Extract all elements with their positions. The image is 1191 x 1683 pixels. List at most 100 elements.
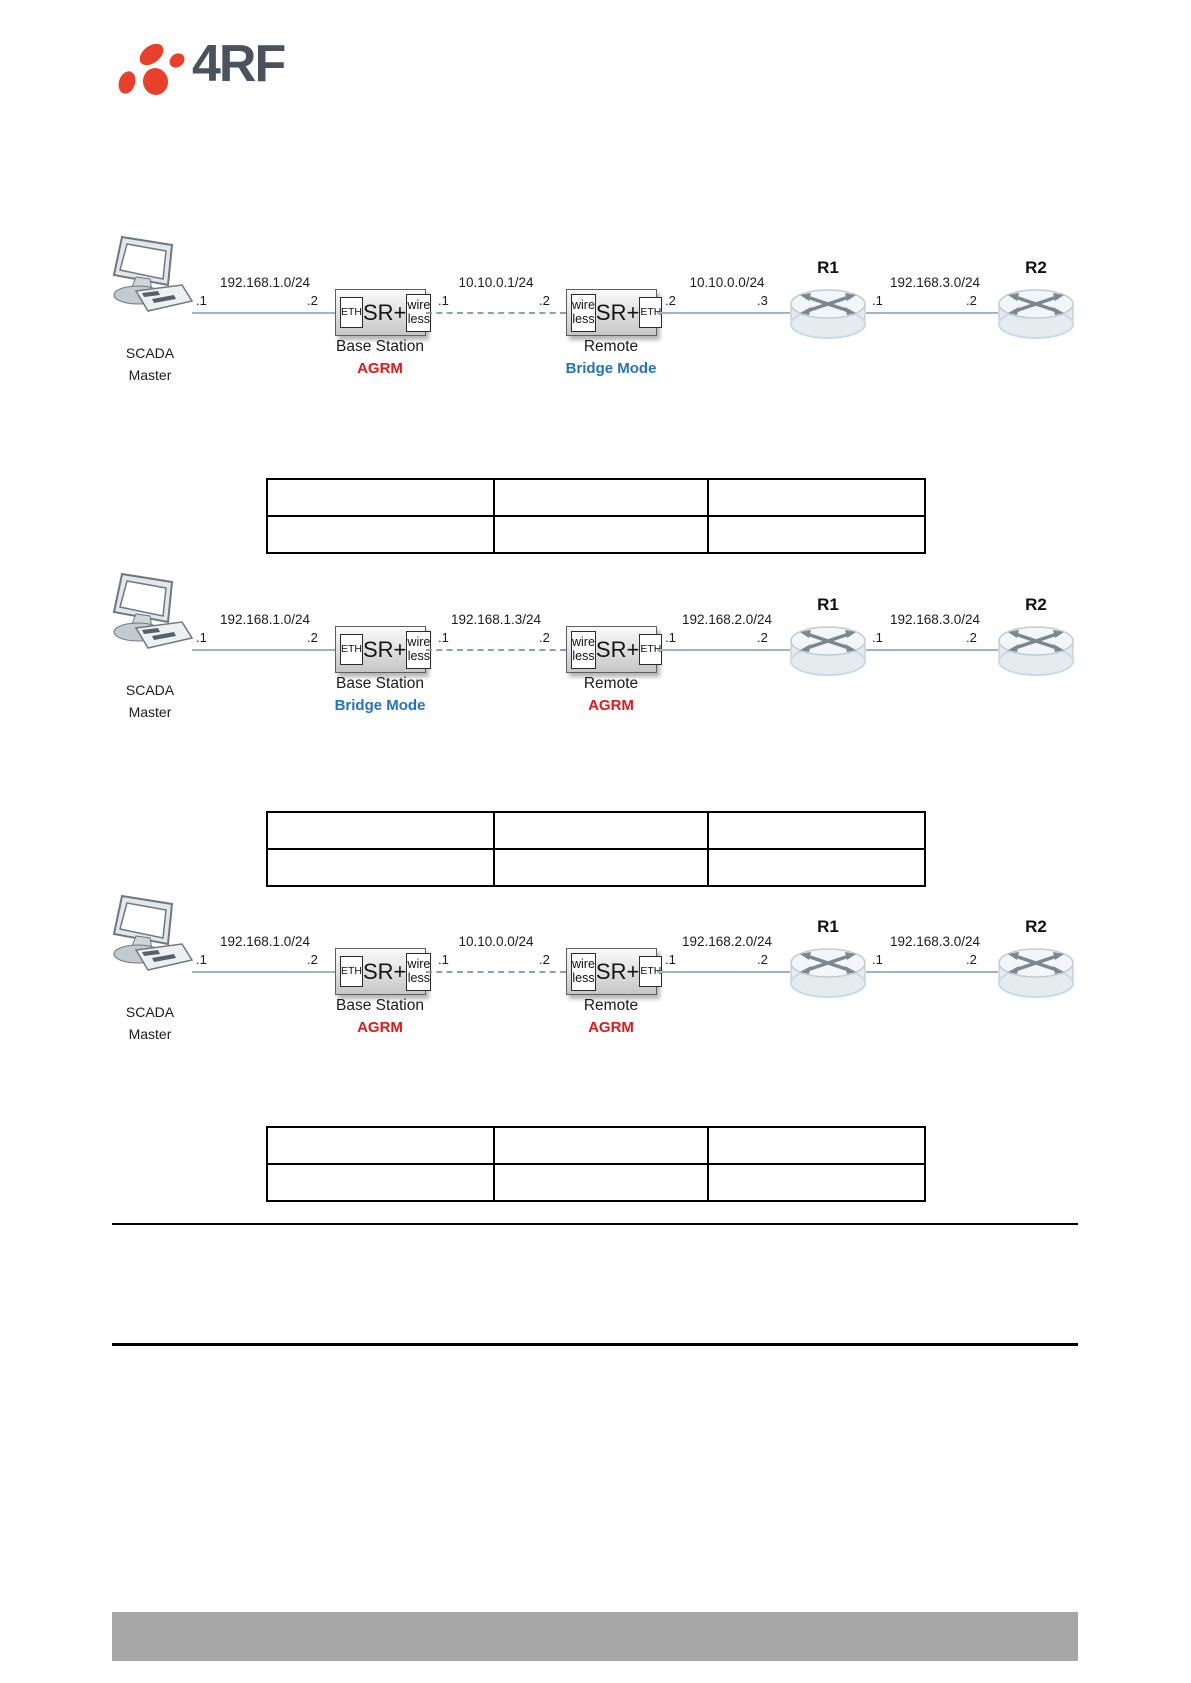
wireless-port-label: wire (572, 957, 595, 972)
router-icon (790, 947, 866, 999)
logo-dot (135, 39, 168, 70)
subnet-label: 192.168.2.0/24 (681, 934, 773, 949)
subnet-label: 192.168.1.0/24 (219, 612, 311, 627)
logo-dot (166, 50, 188, 71)
ip-host-marker: .1 (872, 630, 883, 645)
ip-host-marker: .1 (872, 952, 883, 967)
radio-link (426, 312, 566, 314)
ip-host-marker: .1 (196, 630, 207, 645)
ethernet-link (866, 312, 998, 314)
ip-host-marker: .2 (966, 293, 977, 308)
subnet-label: 10.10.0.0/24 (458, 934, 534, 949)
table-cell (266, 811, 495, 850)
device-role-label: Remote (583, 675, 639, 692)
sr-plus-label: SR+ (363, 958, 407, 984)
ip-host-marker: .1 (438, 630, 449, 645)
table-cell (266, 1126, 495, 1165)
scada-master-computer-icon (113, 573, 193, 649)
ip-host-marker: .1 (196, 293, 207, 308)
wireless-port-label: wire (407, 957, 431, 972)
ip-host-marker: .2 (307, 630, 318, 645)
router-label: R1 (817, 258, 839, 277)
sr-plus-label: SR+ (363, 636, 407, 662)
table-cell (707, 1163, 926, 1202)
ethernet-link (192, 649, 335, 651)
router-label: R2 (1025, 595, 1047, 614)
scada-master-computer-icon (113, 236, 193, 312)
wireless-port-label: less (407, 311, 430, 326)
device-mode-label: Bridge Mode (565, 360, 657, 377)
ip-host-marker: .2 (539, 952, 550, 967)
ip-host-marker: .1 (196, 952, 207, 967)
radio-link (426, 649, 566, 651)
eth-port: ETH (639, 956, 663, 987)
table-cell (266, 1163, 495, 1202)
wireless-port-label: less (572, 970, 595, 985)
table-cell (493, 811, 709, 850)
device-mode-label: AGRM (588, 1019, 634, 1036)
config-table-1 (266, 478, 926, 554)
ip-host-marker: .2 (665, 293, 676, 308)
ip-host-marker: .1 (665, 630, 676, 645)
table-cell (493, 1126, 709, 1165)
scada-label-line2: Master (128, 366, 172, 383)
scada-master-label: SCADA Master (98, 680, 202, 723)
router-icon (998, 947, 1074, 999)
scada-master-label: SCADA Master (98, 1002, 202, 1045)
ethernet-link (657, 312, 790, 314)
wireless-port-label: less (572, 648, 595, 663)
subnet-label: 192.168.3.0/24 (889, 612, 981, 627)
table-cell (266, 848, 495, 887)
ip-host-marker: .2 (966, 630, 977, 645)
router-icon (790, 625, 866, 677)
subnet-label: 192.168.1.3/24 (450, 612, 542, 627)
sr-plus-label: SR+ (595, 636, 640, 662)
router-label: R1 (817, 917, 839, 936)
subnet-label: 192.168.3.0/24 (889, 275, 981, 290)
sr-plus-label: SR+ (595, 958, 640, 984)
eth-port-label: ETH (341, 642, 362, 655)
device-mode-label: AGRM (357, 1019, 403, 1036)
section-divider-rule (112, 1343, 1078, 1346)
wireless-port-label: wire (572, 635, 595, 650)
device-role-label: Base Station (336, 997, 424, 1014)
scada-label-line2: Master (128, 703, 172, 720)
scada-master-computer-icon (113, 895, 193, 971)
router-label: R1 (817, 595, 839, 614)
scada-label-line1: SCADA (125, 1004, 175, 1020)
radio-link (426, 971, 566, 973)
ip-host-marker: .1 (438, 952, 449, 967)
eth-port: ETH (340, 956, 363, 987)
ethernet-link (657, 971, 790, 973)
device-mode-label: Bridge Mode (334, 697, 426, 714)
logo-dot (115, 69, 139, 96)
eth-port: ETH (639, 634, 663, 665)
sr-plus-label: SR+ (363, 299, 407, 325)
scada-master-label: SCADA Master (98, 343, 202, 386)
scada-label-line1: SCADA (125, 345, 175, 361)
wireless-port-label: wire (407, 298, 431, 313)
config-table-2 (266, 811, 926, 887)
device-role-label: Base Station (336, 338, 424, 355)
footer-bar (112, 1612, 1078, 1661)
subnet-label: 192.168.1.0/24 (219, 934, 311, 949)
ethernet-link (192, 971, 335, 973)
network-diagram-3: SCADA Master .1 192.168.1.0/24 .2 ETH SR… (0, 892, 1191, 1052)
wireless-port-label: wire (407, 635, 431, 650)
router-label: R2 (1025, 258, 1047, 277)
ip-host-marker: .1 (665, 952, 676, 967)
table-cell (266, 478, 495, 517)
network-diagram-2: SCADA Master .1 192.168.1.0/24 .2 ETH SR… (0, 570, 1191, 730)
device-role-label: Remote (583, 338, 639, 355)
device-role-label: Remote (583, 997, 639, 1014)
ip-host-marker: .2 (307, 952, 318, 967)
ip-host-marker: .1 (438, 293, 449, 308)
table-cell (707, 1126, 926, 1165)
